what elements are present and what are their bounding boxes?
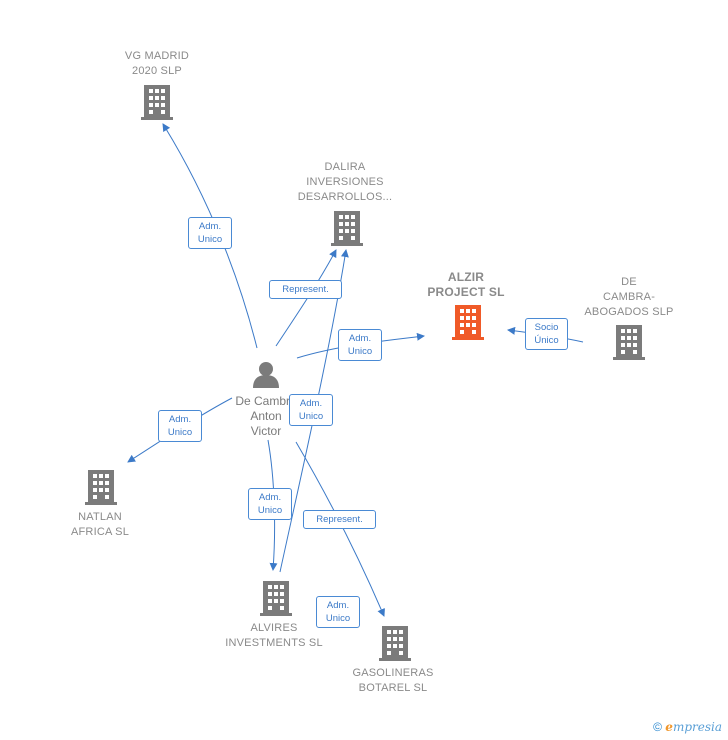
edge-label-gasolineras-represent: Represent. — [303, 510, 376, 529]
person-icon[interactable] — [253, 362, 279, 388]
dalira-building-icon[interactable] — [331, 211, 363, 246]
vg-madrid-building-icon[interactable] — [141, 85, 173, 120]
alzir-building-icon[interactable] — [452, 305, 484, 340]
de-cambra-abogados-building-icon[interactable] — [613, 325, 645, 360]
alvires-building-icon[interactable] — [260, 581, 292, 616]
footer-brand[interactable]: © empresia — [653, 720, 722, 734]
copyright-symbol: © — [653, 720, 662, 734]
edge-label-dalira-represent: Represent. — [269, 280, 342, 299]
natlan-building-icon[interactable] — [85, 470, 117, 505]
edge-label-alzir: Adm.Unico — [338, 329, 382, 361]
edge-label-alvires-adm: Adm.Unico — [248, 488, 292, 520]
edge-line-gasolineras — [295, 441, 385, 617]
edge-label-natlan: Adm.Unico — [158, 410, 202, 442]
edge-label-alvires-dalira: Adm.Unico — [289, 394, 333, 426]
edge-label-gasolineras-adm: Adm.Unico — [316, 596, 360, 628]
edge-label-vg-madrid: Adm.Unico — [188, 217, 232, 249]
gasolineras-building-icon[interactable] — [379, 626, 411, 661]
brand-logo: empresia — [665, 720, 722, 734]
